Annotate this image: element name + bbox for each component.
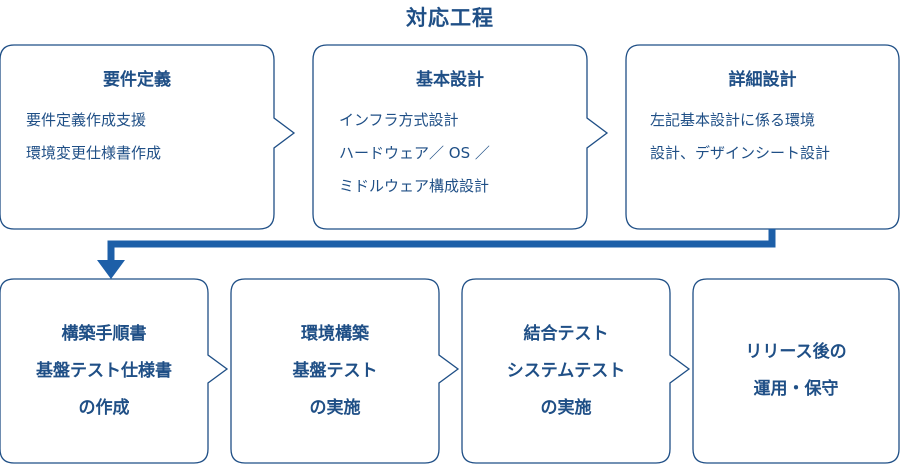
step-detail-line: インフラ方式設計 [339, 111, 459, 129]
step-box-outline [461, 278, 691, 464]
step-label-line: 運用・保守 [753, 379, 839, 399]
flow-connector-line [107, 229, 776, 262]
step-label-line: 基盤テスト [292, 360, 378, 381]
step-box-outline [312, 44, 609, 230]
step-box-outline [692, 278, 900, 464]
step-environment-build: 環境構築 基盤テスト の実施 [231, 279, 439, 463]
step-procedure-docs: 構築手順書 基盤テスト仕様書 の作成 [0, 279, 208, 463]
step-label-line: 結合テスト [523, 323, 609, 344]
step-requirements: 要件定義 要件定義作成支援 環境変更仕様書作成 [0, 68, 274, 170]
step-detailed-design: 詳細設計 左記基本設計に係る環境 設計、デザインシート設計 [626, 68, 899, 170]
step-label-line: の実施 [309, 397, 361, 418]
step-detail-line: 左記基本設計に係る環境 [650, 111, 816, 129]
step-box-outline [0, 44, 296, 230]
step-label-line: リリース後の [745, 342, 847, 362]
step-heading: 基本設計 [416, 70, 484, 90]
step-box-outline [0, 278, 229, 464]
step-label-line: システムテスト [506, 360, 626, 381]
step-heading: 要件定義 [103, 70, 171, 90]
flow-arrow-head [97, 260, 125, 279]
step-heading: 詳細設計 [728, 70, 797, 90]
step-basic-design: 基本設計 インフラ方式設計 ハードウェア／ OS ／ ミドルウェア構成設計 [313, 68, 587, 203]
step-label-line: の実施 [540, 397, 592, 418]
step-box-outline [625, 44, 900, 230]
step-detail-line: 環境変更仕様書作成 [26, 144, 162, 162]
step-box-outline [230, 278, 460, 464]
step-integration-test: 結合テスト システムテスト の実施 [462, 279, 670, 463]
step-label-line: の作成 [78, 397, 130, 418]
step-detail-line: ハードウェア／ OS ／ [339, 144, 490, 162]
diagram-title: 対応工程 [406, 6, 494, 30]
step-label-line: 構築手順書 [61, 323, 147, 344]
step-operation-maintenance: リリース後の 運用・保守 [693, 279, 899, 463]
step-label-line: 環境構築 [301, 323, 369, 344]
step-detail-line: 要件定義作成支援 [26, 111, 147, 129]
step-detail-line: 設計、デザインシート設計 [650, 144, 831, 162]
step-label-line: 基盤テスト仕様書 [36, 360, 172, 381]
step-detail-line: ミドルウェア構成設計 [339, 177, 490, 195]
